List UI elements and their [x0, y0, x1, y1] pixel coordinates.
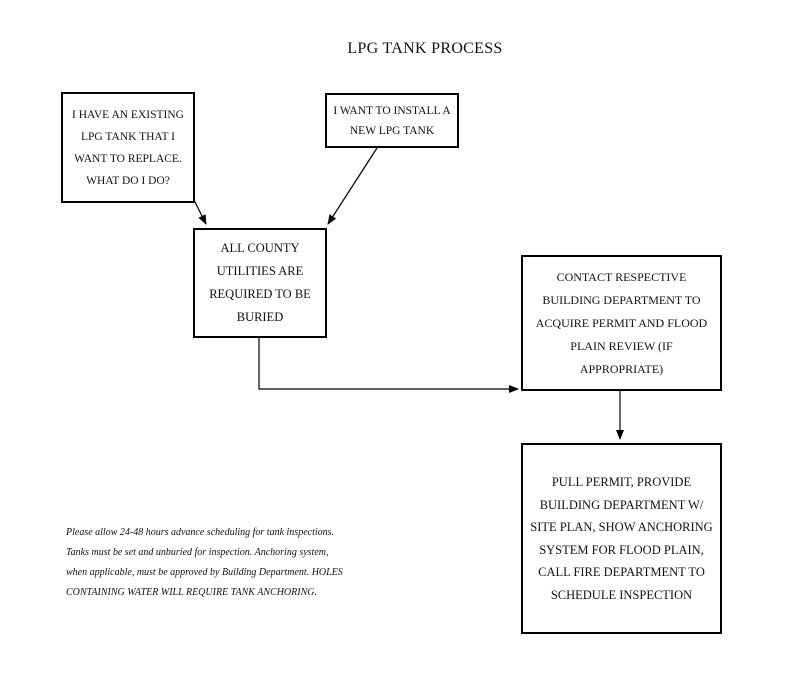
existing-tank-text: I HAVE AN EXISTING LPG TANK THAT I WANT …	[72, 108, 184, 187]
arrow-existing-to-utilities	[193, 199, 207, 225]
contact-building-department-text: CONTACT RESPECTIVE BUILDING DEPARTMENT T…	[535, 269, 708, 376]
utilities-buried-text: ALL COUNTY UTILITIES ARE REQUIRED TO BE …	[209, 241, 311, 324]
utilities-buried-box: ALL COUNTY UTILITIES ARE REQUIRED TO BE …	[193, 228, 327, 338]
arrow-utilities-to-contact	[258, 338, 519, 393]
arrow-install-to-utilities	[327, 147, 378, 225]
pull-permit-box: PULL PERMIT, PROVIDE BUILDING DEPARTMENT…	[521, 443, 722, 634]
pull-permit-text: PULL PERMIT, PROVIDE BUILDING DEPARTMENT…	[530, 475, 713, 602]
contact-building-department-box: CONTACT RESPECTIVE BUILDING DEPARTMENT T…	[521, 255, 722, 391]
install-new-tank-text: I WANT TO INSTALL A NEW LPG TANK	[333, 104, 451, 137]
existing-tank-box: I HAVE AN EXISTING LPG TANK THAT I WANT …	[61, 92, 195, 203]
install-new-tank-box: I WANT TO INSTALL A NEW LPG TANK	[325, 93, 459, 148]
diagram-title: LPG TANK PROCESS	[347, 40, 503, 57]
inspection-note: Please allow 24-48 hours advance schedul…	[66, 527, 343, 598]
